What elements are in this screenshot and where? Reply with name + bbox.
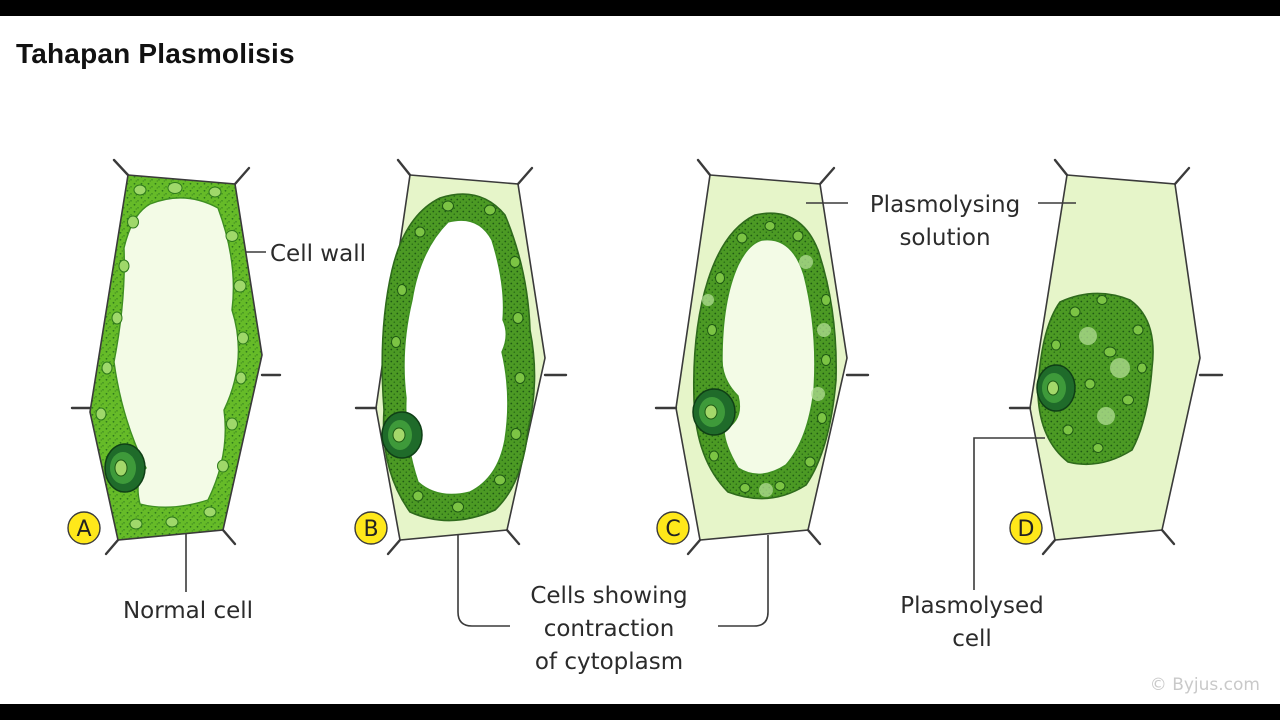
top-black-bar: [0, 0, 1280, 16]
label-contraction-3: of cytoplasm: [535, 649, 683, 675]
badge-b: B: [354, 511, 388, 545]
cell-d: [1008, 158, 1224, 556]
cell-c-nucleus: [692, 388, 736, 436]
badge-b-letter: B: [363, 517, 378, 542]
cell-b-vacuole: [403, 219, 509, 496]
badge-c-letter: C: [665, 517, 680, 542]
label-plasmolysed-2: cell: [952, 626, 992, 652]
cell-b-nucleus: [381, 411, 423, 459]
plasmolysed-leader: [973, 437, 1045, 590]
badge-d: D: [1009, 511, 1043, 545]
cell-d-nucleus: [1036, 364, 1076, 412]
label-contraction-2: contraction: [544, 616, 675, 642]
label-normal-cell: Normal cell: [123, 598, 253, 624]
label-plasmolysed-1: Plasmolysed: [900, 593, 1044, 619]
cell-c-vacuole: [721, 238, 816, 475]
label-plasmolysing-1: Plasmolysing: [870, 192, 1020, 218]
cell-a-nucleus: [104, 443, 146, 493]
cell-c: [654, 158, 870, 556]
badge-c: C: [656, 511, 690, 545]
badge-d-letter: D: [1018, 517, 1035, 542]
contraction-leader-left: [457, 535, 510, 627]
label-plasmolysing-2: solution: [899, 225, 990, 251]
credit-text: © Byjus.com: [1150, 675, 1260, 695]
label-cell-wall: Cell wall: [270, 241, 366, 267]
badge-a-letter: A: [76, 517, 91, 542]
cell-a: [70, 158, 282, 556]
leader-lines: [185, 202, 1076, 627]
badge-a: A: [67, 511, 101, 545]
contraction-leader-right: [718, 535, 769, 627]
bottom-black-bar: [0, 704, 1280, 720]
cell-b: [354, 158, 568, 556]
page-title: Tahapan Plasmolisis: [16, 38, 295, 69]
label-contraction-1: Cells showing: [530, 583, 687, 609]
